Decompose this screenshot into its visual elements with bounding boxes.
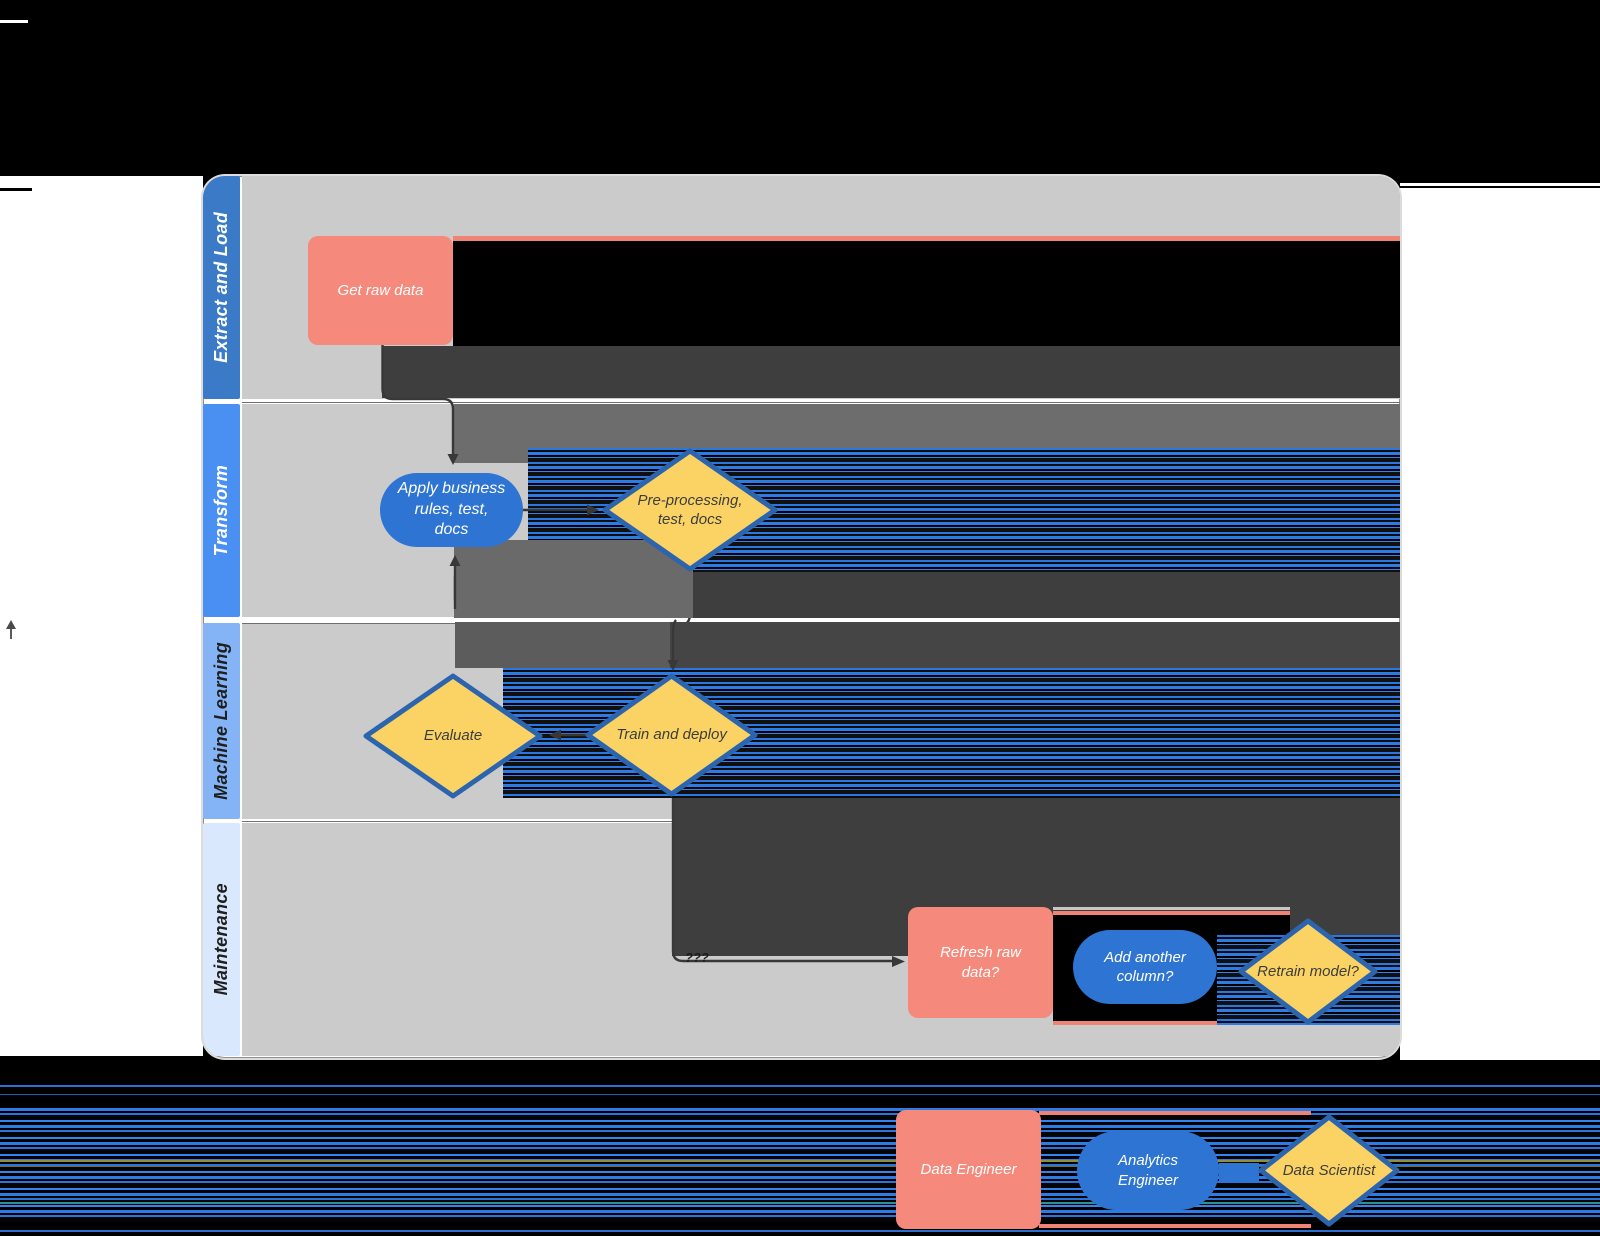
- node-label: Train and deploy: [616, 726, 727, 744]
- left-margin: [0, 176, 203, 1056]
- node-add-another-column[interactable]: Add another column?: [1073, 930, 1217, 1004]
- diamond-shape: [363, 673, 543, 799]
- edge-label-glitched: ???: [685, 950, 709, 965]
- legend-label: Data Engineer: [920, 1160, 1017, 1178]
- lane-strip-maintenance[interactable]: Maintenance: [203, 823, 240, 1056]
- glitch-smear-salmon-bottom: [1039, 1224, 1311, 1228]
- diamond-shape: [1238, 918, 1378, 1025]
- lane-label: Transform: [211, 464, 231, 557]
- glitch-line-blue1: [0, 1085, 1600, 1087]
- glitch-band-dark4: [670, 622, 1400, 668]
- diamond-shape: [602, 448, 778, 572]
- glitch-line-olive: [0, 1160, 1600, 1162]
- glitch-line-blue2: [0, 1094, 1600, 1095]
- lane-label: Extract and Load: [211, 212, 231, 363]
- glitch-line-teal: [0, 1202, 1600, 1204]
- node-retrain-model[interactable]: Retrain model?: [1238, 918, 1378, 1025]
- node-label: Refresh raw data?: [940, 944, 1021, 981]
- lane-strip-machine-learning[interactable]: Machine Learning: [203, 623, 240, 819]
- glitch-arrow-fleck-stem: [10, 629, 12, 639]
- legend-label: Data Scientist: [1282, 1161, 1376, 1179]
- node-label: Get raw data: [337, 281, 424, 299]
- node-label: Retrain model?: [1257, 962, 1359, 980]
- node-pre-processing[interactable]: Pre-processing, test, docs: [602, 448, 778, 572]
- lane-strip-extract-and-load[interactable]: Extract and Load: [203, 176, 240, 399]
- glitch-smear-blue: [1219, 1163, 1259, 1181]
- node-label: Pre-processing, test, docs: [637, 491, 743, 529]
- legend-analytics-engineer[interactable]: Analytics Engineer: [1077, 1131, 1219, 1210]
- node-refresh-raw-data[interactable]: Refresh raw data?: [908, 907, 1053, 1018]
- diamond-shape: [1258, 1114, 1400, 1227]
- node-label: Evaluate: [423, 727, 483, 745]
- glitch-tick-white: [0, 20, 28, 23]
- legend-label: Analytics Engineer: [1117, 1152, 1179, 1189]
- swimlane-diagram: Extract and Load Transform Machine Learn…: [203, 176, 1400, 1058]
- glitch-band-black: [453, 236, 1400, 355]
- glitch-line-light: [1053, 907, 1290, 910]
- glitch-double-line: [1400, 181, 1600, 188]
- lane-strip-transform[interactable]: Transform: [203, 404, 240, 617]
- glitch-band-dark2: [693, 572, 1400, 618]
- glitch-tick-black: [0, 188, 32, 191]
- lane-divider: [242, 402, 1400, 403]
- glitch-line-blue3: [0, 1230, 1600, 1232]
- glitch-arrow-fleck-icon: [6, 620, 16, 629]
- node-evaluate[interactable]: Evaluate: [363, 673, 543, 799]
- glitch-line-olive2: [0, 1166, 1600, 1167]
- glitch-smear-salmon-top: [1039, 1111, 1311, 1115]
- diamond-shape: [585, 673, 758, 797]
- glitch-band-dark: [382, 346, 1400, 398]
- glitch-band-dark3: [455, 622, 670, 668]
- node-get-raw-data[interactable]: Get raw data: [308, 236, 453, 345]
- node-apply-business-rules[interactable]: Apply business rules, test, docs: [380, 473, 523, 547]
- lane-label: Machine Learning: [211, 642, 231, 800]
- glitch-band-mid2: [454, 540, 693, 618]
- node-train-and-deploy[interactable]: Train and deploy: [585, 673, 758, 797]
- right-margin: [1400, 188, 1600, 1060]
- lane-label: Maintenance: [211, 883, 231, 996]
- node-label: Add another column?: [1104, 948, 1186, 986]
- legend-data-engineer[interactable]: Data Engineer: [896, 1110, 1041, 1229]
- legend-data-scientist[interactable]: Data Scientist: [1258, 1114, 1400, 1227]
- node-label: Apply business rules, test, docs: [397, 479, 506, 539]
